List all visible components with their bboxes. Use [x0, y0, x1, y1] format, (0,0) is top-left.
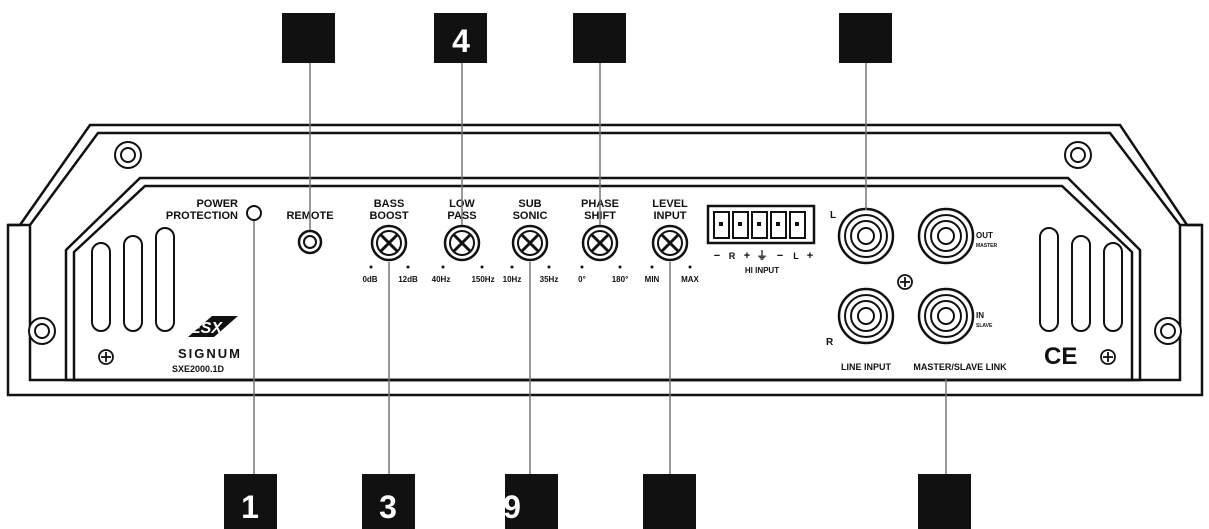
line-input-label: LINE INPUT — [841, 362, 892, 372]
power-protection-led-icon — [246, 205, 262, 221]
line-input-right-rca-icon[interactable] — [837, 287, 895, 345]
power-label-line2: PROTECTION — [166, 210, 238, 222]
low-pass-control[interactable]: LOW PASS 40Hz 150Hz — [432, 198, 495, 284]
phase-shift-max: 180° — [612, 275, 629, 284]
line-input-right-label: R — [826, 337, 834, 348]
hi-input-label: HI INPUT — [745, 266, 779, 275]
vent-slots-left — [91, 227, 175, 332]
sub-sonic-control[interactable]: SUB SONIC 10Hz 35Hz — [503, 198, 559, 284]
mount-screw-icon — [28, 317, 56, 345]
hi-input-pin-5: − — [777, 250, 783, 262]
master-slave-group: OUT MASTER IN SLAVE MASTER/SLAVE LINK — [913, 207, 1007, 372]
master-out-sublabel: MASTER — [976, 243, 998, 249]
sub-sonic-title-2: SONIC — [513, 210, 548, 222]
hi-input-pin-7: + — [807, 250, 813, 262]
small-screw-icon — [897, 274, 913, 290]
small-screw-icon — [98, 349, 114, 365]
brand-model: SXE2000.1D — [172, 364, 225, 374]
sub-sonic-max: 35Hz — [540, 275, 559, 284]
slave-in-label: IN — [976, 311, 984, 320]
bass-boost-min: 0dB — [362, 275, 377, 284]
vent-slots-right — [1039, 227, 1123, 332]
line-input-group: L R LINE INPUT — [826, 207, 895, 372]
hi-input-terminal-block: − R + ⏚ − L + HI INPUT — [706, 204, 816, 275]
phase-shift-knob-icon[interactable] — [581, 224, 619, 262]
sub-sonic-title-1: SUB — [518, 198, 541, 210]
level-input-max: MAX — [681, 275, 699, 284]
remote-terminal-icon — [297, 229, 323, 255]
phase-shift-min: 0° — [578, 275, 586, 284]
callout-badge-top-1 — [282, 13, 335, 63]
bass-boost-title-1: BASS — [374, 198, 405, 210]
callout-badge-bottom-4 — [643, 474, 696, 529]
low-pass-max: 150Hz — [471, 275, 494, 284]
callout-badge-bottom-2: 3 — [362, 474, 415, 529]
master-out-label: OUT — [976, 231, 993, 240]
sub-sonic-knob-icon[interactable] — [511, 224, 549, 262]
brand-logo-text: ESX — [190, 320, 223, 337]
sub-sonic-min: 10Hz — [503, 275, 522, 284]
callout-badge-top-2-text: 4 — [452, 23, 470, 59]
callout-badge-top-4 — [839, 13, 892, 63]
callout-badge-bottom-1-text: 1 — [241, 489, 259, 525]
callout-badge-top-3 — [573, 13, 626, 63]
callout-badge-bottom-2-text: 3 — [379, 489, 397, 525]
bass-boost-knob-icon[interactable] — [370, 224, 408, 262]
level-input-min: MIN — [645, 275, 660, 284]
bass-boost-title-2: BOOST — [369, 210, 408, 222]
level-input-title-1: LEVEL — [652, 198, 688, 210]
hi-input-pin-4: ⏚ — [757, 249, 768, 262]
bass-boost-max: 12dB — [398, 275, 418, 284]
hi-input-pin-1: − — [714, 250, 720, 262]
slave-in-sublabel: SLAVE — [976, 323, 993, 329]
mount-screw-icon — [1154, 317, 1182, 345]
brand-logo: ESX SIGNUM SXE2000.1D — [172, 316, 242, 374]
hi-input-pin-6: L — [793, 251, 799, 261]
hi-input-pin-3: + — [744, 250, 750, 262]
master-slave-label: MASTER/SLAVE LINK — [913, 362, 1007, 372]
callout-leader-lines — [253, 62, 947, 475]
ce-mark: CE — [1044, 343, 1077, 370]
hi-input-pin-2: R — [729, 251, 736, 261]
slave-in-rca-icon[interactable] — [917, 287, 975, 345]
level-input-control[interactable]: LEVEL INPUT MIN MAX — [645, 198, 700, 284]
callout-badge-top-2: 4 — [434, 13, 487, 63]
level-input-title-2: INPUT — [654, 210, 687, 222]
small-screw-icon — [1100, 349, 1116, 365]
callout-badge-bottom-3-text: 9 — [503, 489, 521, 525]
low-pass-min: 40Hz — [432, 275, 451, 284]
phase-shift-control[interactable]: PHASE SHIFT 0° 180° — [578, 198, 628, 284]
callout-badge-bottom-3: 9 — [503, 474, 558, 529]
mount-screw-icon — [1064, 141, 1092, 169]
callout-badge-bottom-1: 1 — [224, 474, 277, 529]
bass-boost-control[interactable]: BASS BOOST 0dB 12dB — [362, 198, 418, 284]
line-input-left-rca-icon[interactable] — [837, 207, 895, 265]
scale-dots — [369, 265, 692, 269]
brand-line: SIGNUM — [178, 346, 242, 361]
line-input-left-label: L — [830, 210, 836, 221]
power-label-line1: POWER — [196, 198, 238, 210]
low-pass-knob-icon[interactable] — [443, 224, 481, 262]
chassis — [6, 123, 1204, 397]
level-input-knob-icon[interactable] — [651, 224, 689, 262]
master-out-rca-icon[interactable] — [917, 207, 975, 265]
callout-badge-bottom-5 — [918, 474, 971, 529]
mount-screw-icon — [114, 141, 142, 169]
